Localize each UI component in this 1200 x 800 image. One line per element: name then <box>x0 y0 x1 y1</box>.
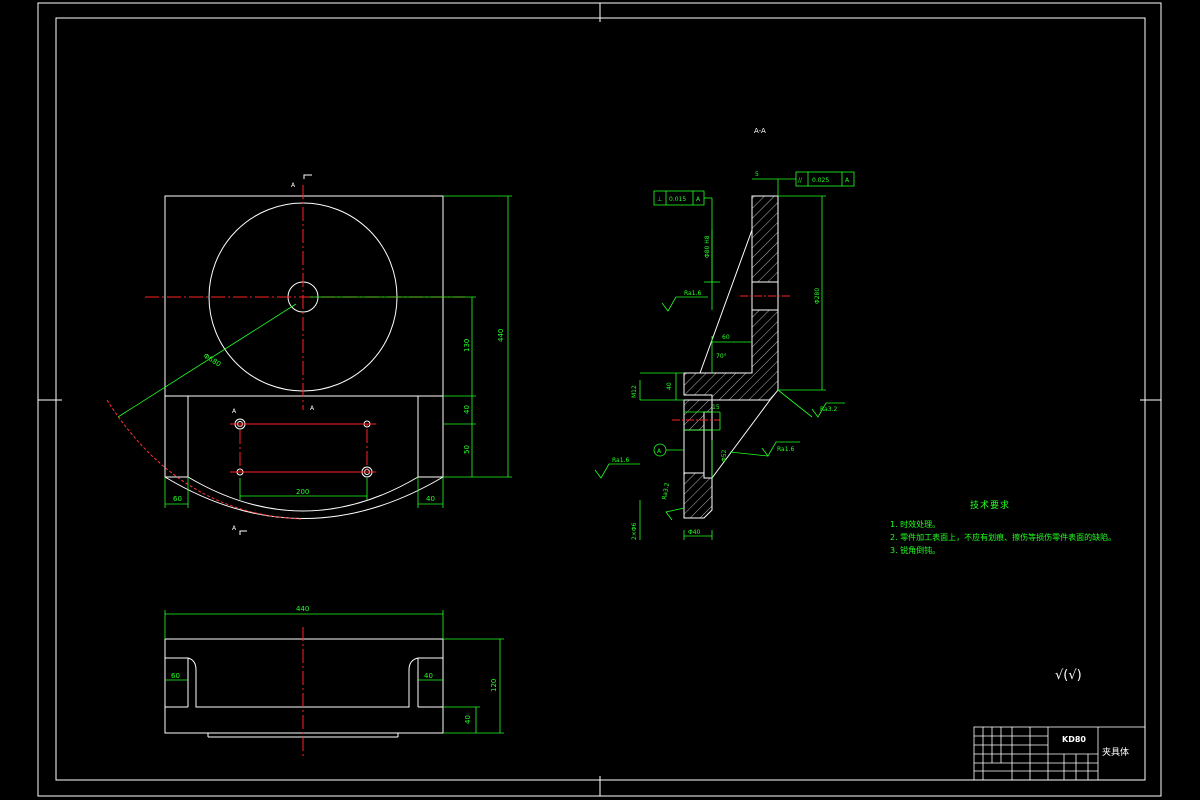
dim-d15: 15 <box>712 404 720 411</box>
note-item-1: 1. 时效处理。 <box>890 520 941 529</box>
tol1-sym: ⊥ <box>657 196 662 203</box>
dim-step: 60 <box>722 334 730 341</box>
note-item-3: 3. 锐角倒钝。 <box>890 546 941 555</box>
dim-outer: Φ280 <box>814 288 821 304</box>
dim-v1: 130 <box>463 339 471 352</box>
rough-16a: Ra1.6 <box>684 290 701 297</box>
tol1-ref: A <box>696 196 701 203</box>
top-view: A A A A Φ680 440 130 40 50 200 60 40 <box>106 174 512 535</box>
dim-h40: 40 <box>666 382 673 390</box>
dim-holes: 2×Φ6 <box>631 522 638 540</box>
dim-height-total: 440 <box>497 329 505 342</box>
dim-d52: Φ52 <box>721 449 728 462</box>
section-label: A-A <box>754 127 766 135</box>
rough-32b: Ra3.2 <box>820 406 837 413</box>
front-dim-bottom: 40 <box>464 715 472 724</box>
title-block-name: 夹具体 <box>1102 748 1130 758</box>
front-view: 440 60 40 120 40 <box>164 605 504 757</box>
dim-left-foot: 60 <box>173 495 182 503</box>
tol1-val: 0.015 <box>669 196 686 203</box>
dim-diameter: Φ680 <box>202 352 222 369</box>
section-view: A-A <box>594 127 855 540</box>
dim-d40: Φ40 <box>688 529 701 536</box>
tol2-val: 0.025 <box>812 177 829 184</box>
rough-16b: Ra1.6 <box>612 457 629 464</box>
dim-holes-span: 200 <box>296 488 309 496</box>
dim-bore: Φ80 H8 <box>704 235 711 258</box>
sheet-frame <box>37 2 1162 797</box>
front-dim-height: 120 <box>490 679 498 692</box>
section-marker-mid: A <box>232 408 237 415</box>
rough-16c: Ra1.6 <box>777 446 794 453</box>
dim-v3: 50 <box>463 445 471 454</box>
technical-notes-title: 技术要求 <box>969 501 1010 511</box>
title-block-code: KD80 <box>1062 735 1086 744</box>
rough-32a: Ra3.2 <box>661 482 671 500</box>
dim-thread: M12 <box>631 385 638 398</box>
general-roughness-symbol: √(√) <box>1055 668 1082 683</box>
section-marker-bottom: A <box>232 525 237 532</box>
section-marker-top: A <box>291 182 296 189</box>
dim-right-foot: 40 <box>426 495 435 503</box>
tol2-sym: // <box>798 177 803 184</box>
tol2-ref: A <box>845 177 850 184</box>
section-marker-mid2: A <box>310 405 315 412</box>
technical-notes: 技术要求 1. 时效处理。 2. 零件加工表面上，不应有划痕、擦伤等损伤零件表面… <box>890 500 1117 557</box>
title-block <box>973 726 1146 781</box>
dim-angle: 70° <box>716 353 727 360</box>
front-dim-width: 440 <box>296 605 309 613</box>
front-dim-left: 60 <box>171 672 180 680</box>
front-dim-right: 40 <box>424 672 433 680</box>
dim-v2: 40 <box>463 405 471 414</box>
datum-a: A <box>657 448 662 455</box>
dim-top: 5 <box>755 171 759 178</box>
note-item-2: 2. 零件加工表面上，不应有划痕、擦伤等损伤零件表面的缺陷。 <box>890 533 1117 542</box>
